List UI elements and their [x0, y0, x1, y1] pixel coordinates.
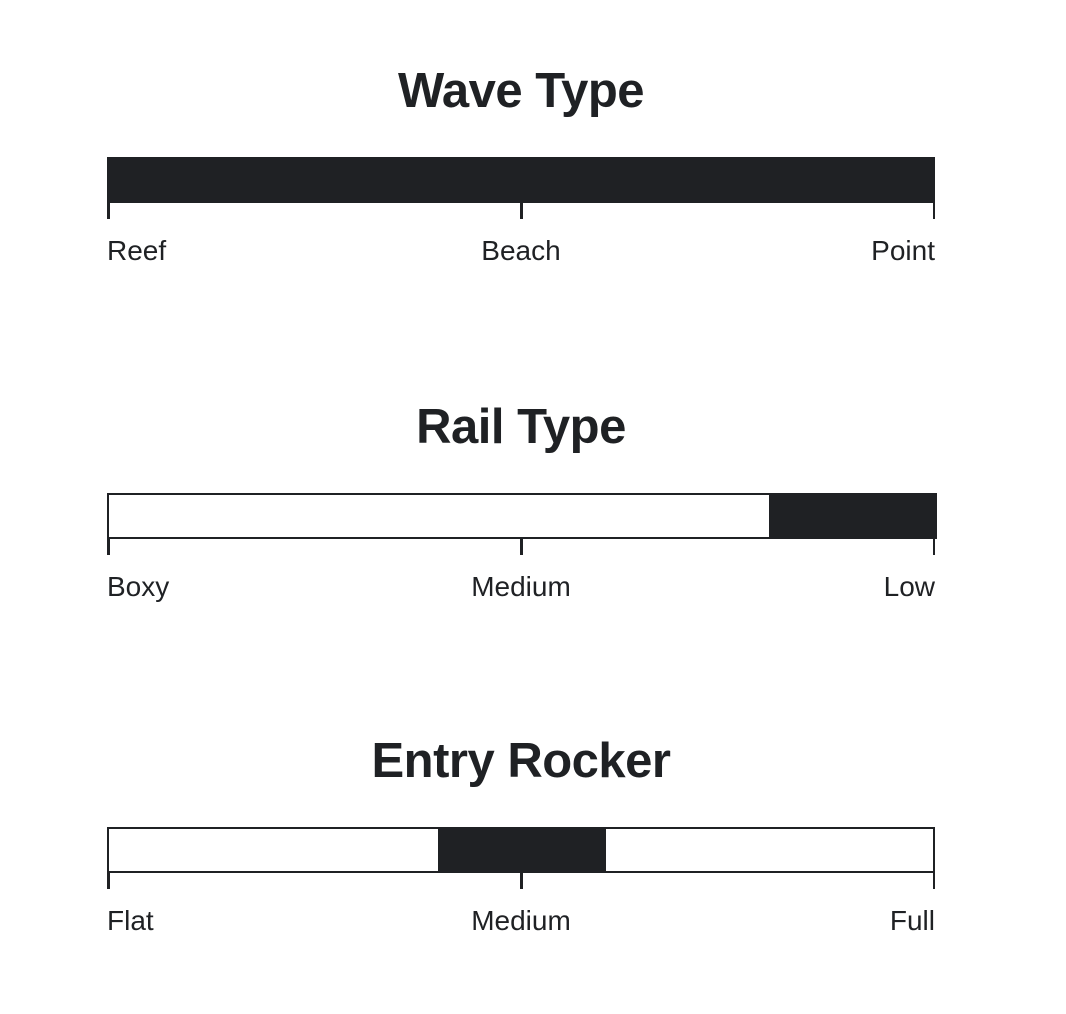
meter-wave-type[interactable]	[107, 157, 935, 203]
meter-rail-type[interactable]	[107, 492, 937, 539]
panel-title: Wave Type	[397, 63, 645, 118]
tick-marks	[107, 539, 935, 555]
axis-label-start: Boxy	[107, 571, 170, 602]
tick-end	[932, 539, 935, 555]
tick-marks	[107, 203, 935, 219]
axis-label-mid: Medium	[471, 571, 571, 602]
axis-labels: Boxy Medium Low	[107, 569, 935, 605]
tick-start	[107, 203, 110, 219]
tick-end	[932, 873, 935, 889]
axis-label-mid: Medium	[471, 905, 571, 936]
meter-entry-rocker[interactable]	[107, 826, 935, 873]
tick-start	[107, 873, 110, 889]
meter-track[interactable]	[107, 492, 937, 539]
panel-title: Entry Rocker	[371, 733, 671, 788]
axis-label-end: Point	[871, 235, 935, 266]
meter-fill	[768, 492, 937, 539]
tick-mid	[520, 873, 523, 889]
panel-title: Rail Type	[416, 399, 626, 454]
axis-label-end: Low	[883, 571, 935, 602]
tick-mid	[520, 539, 523, 555]
tick-mid	[520, 203, 523, 219]
axis-label-end: Full	[889, 905, 935, 936]
meter-fill	[107, 157, 935, 203]
tick-start	[107, 539, 110, 555]
axis-label-mid: Beach	[481, 235, 561, 266]
tick-end	[932, 203, 935, 219]
axis-label-start: Reef	[107, 235, 167, 266]
meter-track[interactable]	[107, 826, 935, 873]
axis-labels: Reef Beach Point	[107, 233, 935, 269]
tick-marks	[107, 873, 935, 889]
meter-track[interactable]	[107, 157, 935, 203]
axis-label-start: Flat	[107, 905, 154, 936]
axis-labels: Flat Medium Full	[107, 903, 935, 939]
meter-fill	[437, 826, 606, 873]
